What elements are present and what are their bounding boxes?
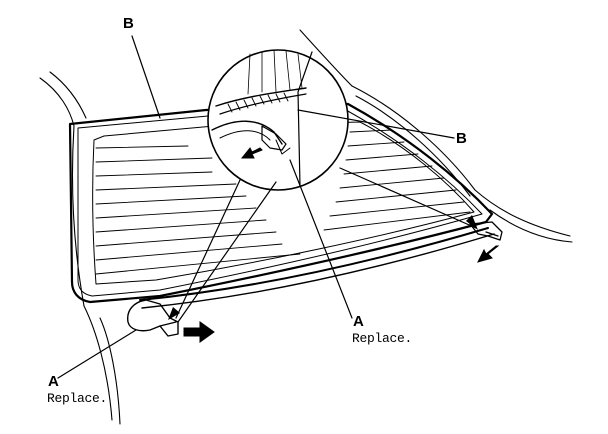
note-replace-left: Replace. [47, 391, 108, 406]
label-a-center: A [353, 313, 364, 330]
clip-right [469, 221, 503, 241]
callout-lines [57, 35, 477, 379]
car-body [39, 29, 573, 425]
note-replace-center: Replace. [352, 331, 413, 346]
lower-molding [139, 227, 495, 309]
arrow-right-icon [183, 321, 215, 343]
defroster-lines [95, 129, 471, 275]
arrow-down-left-icon [477, 245, 500, 263]
leader-arrowheads [168, 215, 478, 320]
label-b-right: B [456, 130, 467, 147]
detail-magnifier [207, 49, 349, 191]
label-b-top: B [123, 15, 134, 32]
arrow-left-icon [240, 147, 263, 159]
label-a-left: A [48, 373, 59, 390]
clip-a-left [127, 299, 179, 337]
